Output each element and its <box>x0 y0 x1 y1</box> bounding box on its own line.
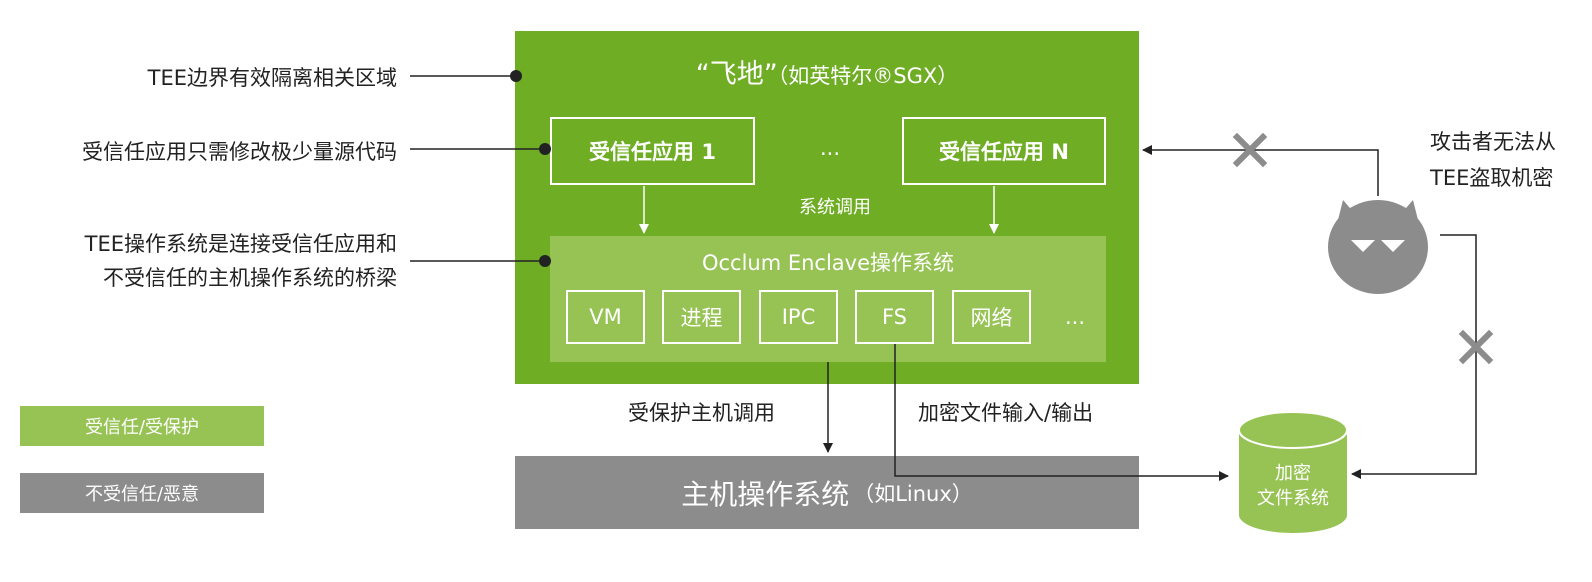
host-os-box: 主机操作系统（如Linux） <box>515 456 1139 529</box>
encrypted-io-label: 加密文件输入/输出 <box>918 401 1094 425</box>
annotation-tee-os-line1: TEE操作系统是连接受信任应用和 <box>84 232 397 256</box>
module-ipc: IPC <box>759 290 838 344</box>
module-vm: VM <box>566 290 645 344</box>
blocked-x-icon <box>1232 132 1268 168</box>
attacker-text-line2: TEE盗取机密 <box>1430 166 1554 190</box>
occlum-os-title: Occlum Enclave操作系统 <box>701 251 955 275</box>
enclave-title-sub: （如英特尔®SGX） <box>777 64 959 88</box>
annotation-leader-tee-boundary <box>410 70 522 82</box>
legend-trusted: 受信任/受保护 <box>20 406 264 446</box>
attacker-text-line1: 攻击者无法从 <box>1430 130 1556 154</box>
annotation-tee-boundary: TEE边界有效隔离相关区域 <box>147 66 397 90</box>
module-process: 进程 <box>662 290 741 344</box>
protected-host-call-label: 受保护主机调用 <box>628 401 775 425</box>
encrypted-fs-label: 加密 文件系统 <box>1240 461 1346 511</box>
trusted-app-n: 受信任应用 N <box>902 117 1106 185</box>
blocked-x-icon <box>1458 329 1494 365</box>
enclave-title: “飞地”（如英特尔®SGX） <box>515 52 1139 91</box>
database-icon <box>1238 411 1348 533</box>
annotation-tee-os-line2: 不受信任的主机操作系统的桥梁 <box>103 266 397 290</box>
encrypted-fs-line2: 文件系统 <box>1257 488 1329 509</box>
annotation-leader-tee-os <box>410 255 551 267</box>
modules-ellipsis: ... <box>1064 305 1086 329</box>
devil-icon <box>1328 200 1428 294</box>
encrypted-io-arrow <box>894 344 1229 481</box>
annotation-minimal-change: 受信任应用只需修改极少量源代码 <box>82 140 397 164</box>
occlum-os-panel <box>550 236 1106 362</box>
host-os-sub: （如Linux） <box>853 481 973 506</box>
attack-storage-arrow <box>1351 234 1477 479</box>
syscall-label: 系统调用 <box>799 197 871 218</box>
trusted-app-1: 受信任应用 1 <box>550 117 755 185</box>
annotation-leader-minimal-change <box>410 143 551 155</box>
enclave-title-main: “飞地” <box>695 59 778 90</box>
module-fs: FS <box>855 290 934 344</box>
legend-untrusted: 不受信任/恶意 <box>20 473 264 513</box>
encrypted-fs-line1: 加密 <box>1275 463 1311 484</box>
attack-enclave-arrow <box>1142 145 1379 196</box>
module-network: 网络 <box>952 290 1031 344</box>
apps-ellipsis: ... <box>819 136 841 160</box>
attacker-text: 攻击者无法从 TEE盗取机密 <box>1430 124 1556 196</box>
host-os-title: 主机操作系统 <box>681 477 850 511</box>
